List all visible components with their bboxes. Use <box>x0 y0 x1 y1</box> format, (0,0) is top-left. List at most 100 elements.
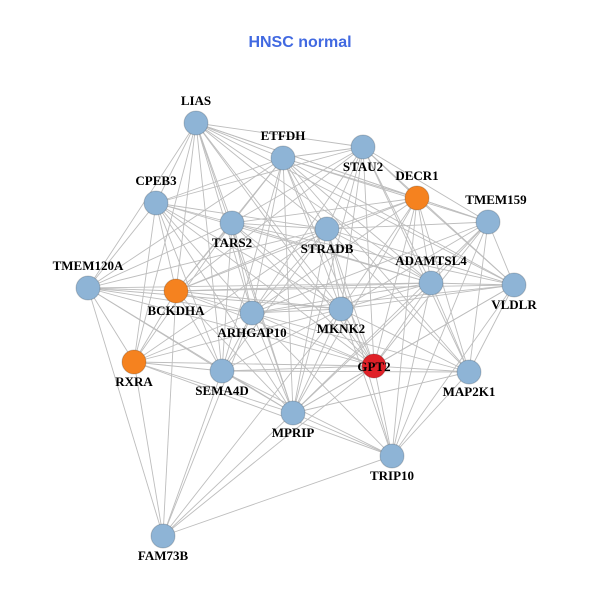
edge-DECR1-STRADB <box>326 197 418 230</box>
edge-DECR1-MAP2K1 <box>416 197 470 373</box>
node-circle-TARS2 <box>219 210 245 236</box>
edge-GPT2-MPRIP <box>292 365 375 414</box>
edge-STRADB-VLDLR <box>326 228 515 286</box>
edge-CPEB3-MPRIP <box>155 202 294 414</box>
edge-ADAMTSL4-BCKDHA <box>175 282 432 292</box>
node-circle-STRADB <box>314 216 340 242</box>
node-circle-BCKDHA <box>163 278 189 304</box>
edge-ETFDH-MKNK2 <box>282 157 342 310</box>
edge-TARS2-STRADB <box>231 222 328 230</box>
edge-ETFDH-TMEM120A <box>87 157 284 289</box>
node-circle-TMEM159 <box>475 209 501 235</box>
edge-DECR1-TMEM159 <box>416 197 489 223</box>
node-ETFDH: ETFDH <box>261 128 306 171</box>
node-circle-TRIP10 <box>379 443 405 469</box>
edge-MKNK2-MAP2K1 <box>340 308 470 373</box>
edge-TMEM120A-BCKDHA <box>87 287 177 292</box>
edge-STRADB-MPRIP <box>292 228 328 414</box>
edge-TMEM159-MAP2K1 <box>468 221 489 373</box>
edge-BCKDHA-ARHGAP10 <box>175 290 253 314</box>
node-label-RXRA: RXRA <box>115 374 153 389</box>
edge-LIAS-STRADB <box>195 122 328 230</box>
edge-TMEM120A-ADAMTSL4 <box>87 282 432 289</box>
edge-LIAS-TMEM120A <box>87 122 197 289</box>
edge-MAP2K1-MPRIP <box>292 371 470 414</box>
edge-MKNK2-FAM73B <box>162 308 342 537</box>
node-label-GPT2: GPT2 <box>357 359 390 374</box>
edge-STRADB-MAP2K1 <box>326 228 470 373</box>
edge-GPT2-TRIP10 <box>373 365 393 457</box>
edge-STRADB-GPT2 <box>326 228 375 367</box>
edge-DECR1-GPT2 <box>373 197 418 367</box>
node-circle-FAM73B <box>150 523 176 549</box>
edge-TMEM159-MPRIP <box>292 221 489 414</box>
node-label-VLDLR: VLDLR <box>491 297 537 312</box>
node-label-ADAMTSL4: ADAMTSL4 <box>395 253 467 268</box>
edge-TMEM159-STRADB <box>326 221 489 230</box>
edge-TMEM159-ARHGAP10 <box>251 221 489 314</box>
node-label-STRADB: STRADB <box>301 241 354 256</box>
node-label-STAU2: STAU2 <box>343 159 383 174</box>
node-circle-SEMA4D <box>209 358 235 384</box>
node-circle-GPT2 <box>361 353 387 379</box>
node-TARS2: TARS2 <box>212 210 252 250</box>
edge-SEMA4D-TRIP10 <box>221 370 393 457</box>
edge-CPEB3-RXRA <box>133 202 157 363</box>
edge-SEMA4D-MPRIP <box>221 370 294 414</box>
edge-LIAS-MKNK2 <box>195 122 342 310</box>
edge-TMEM120A-RXRA <box>87 287 135 363</box>
edge-VLDLR-MAP2K1 <box>468 284 515 373</box>
edge-BCKDHA-FAM73B <box>162 290 177 537</box>
edge-CPEB3-BCKDHA <box>155 202 177 292</box>
edge-STAU2-ADAMTSL4 <box>362 146 432 284</box>
edge-RXRA-GPT2 <box>133 361 375 367</box>
edge-LIAS-GPT2 <box>195 122 375 367</box>
edge-ETFDH-GPT2 <box>282 157 375 367</box>
edge-RXRA-MPRIP <box>133 361 294 414</box>
node-circle-MPRIP <box>280 400 306 426</box>
edge-STAU2-STRADB <box>326 146 364 230</box>
edge-TARS2-TMEM120A <box>87 222 233 289</box>
edge-ADAMTSL4-TRIP10 <box>391 282 432 457</box>
node-VLDLR: VLDLR <box>491 272 537 312</box>
edge-TARS2-BCKDHA <box>175 222 233 292</box>
edge-RXRA-SEMA4D <box>133 361 223 372</box>
node-ARHGAP10: ARHGAP10 <box>217 300 287 340</box>
node-circle-STAU2 <box>350 134 376 160</box>
node-circle-RXRA <box>121 349 147 375</box>
node-circle-LIAS <box>183 110 209 136</box>
edge-BCKDHA-GPT2 <box>175 290 375 367</box>
node-TRIP10: TRIP10 <box>370 443 414 483</box>
edge-MKNK2-TRIP10 <box>340 308 393 457</box>
edge-ETFDH-TMEM159 <box>282 157 489 223</box>
node-CPEB3: CPEB3 <box>135 173 177 216</box>
node-DECR1: DECR1 <box>395 168 439 211</box>
node-label-MAP2K1: MAP2K1 <box>443 384 496 399</box>
edge-MKNK2-MPRIP <box>292 308 342 414</box>
edge-CPEB3-GPT2 <box>155 202 375 367</box>
edge-MKNK2-SEMA4D <box>221 308 342 372</box>
node-label-LIAS: LIAS <box>181 93 211 108</box>
edge-DECR1-MKNK2 <box>340 197 418 310</box>
edge-TMEM159-MKNK2 <box>340 221 489 310</box>
edge-ADAMTSL4-GPT2 <box>373 282 432 367</box>
edge-ARHGAP10-MKNK2 <box>251 308 342 314</box>
edge-ARHGAP10-FAM73B <box>162 312 253 537</box>
edge-ARHGAP10-RXRA <box>133 312 253 363</box>
edge-STAU2-TMEM159 <box>362 146 489 223</box>
edge-STRADB-BCKDHA <box>175 228 328 292</box>
edge-VLDLR-TRIP10 <box>391 284 515 457</box>
edge-MKNK2-RXRA <box>133 308 342 363</box>
node-STAU2: STAU2 <box>343 134 383 174</box>
edge-CPEB3-SEMA4D <box>155 202 223 372</box>
node-SEMA4D: SEMA4D <box>195 358 249 398</box>
edge-LIAS-ETFDH <box>195 122 284 159</box>
edge-STAU2-BCKDHA <box>175 146 364 292</box>
edge-MAP2K1-TRIP10 <box>391 371 470 457</box>
edge-STAU2-GPT2 <box>362 146 375 367</box>
edge-ETFDH-CPEB3 <box>155 157 284 204</box>
node-circle-ADAMTSL4 <box>418 270 444 296</box>
node-label-DECR1: DECR1 <box>395 168 438 183</box>
node-label-ETFDH: ETFDH <box>261 128 306 143</box>
